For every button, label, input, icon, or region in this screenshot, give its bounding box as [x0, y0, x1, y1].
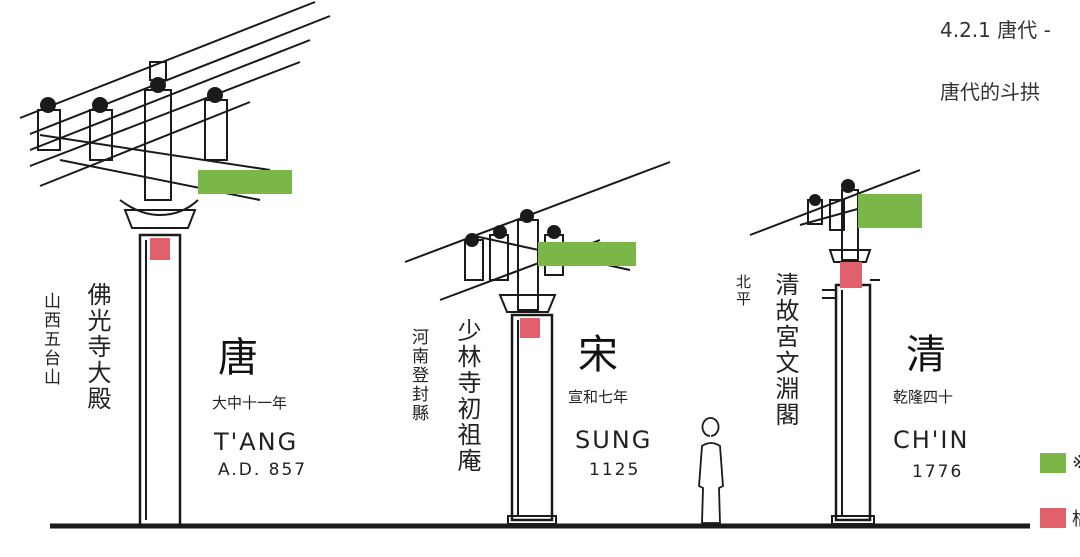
song-location: 河南登封縣	[408, 328, 428, 423]
tang-dynasty: 唐	[218, 335, 258, 381]
qing-dynasty: 清	[906, 332, 946, 378]
qing-location: 北平	[734, 274, 752, 308]
tang-location: 山西五台山	[40, 292, 60, 387]
human-scale-figure	[698, 417, 724, 524]
tang-reign: 大中十一年	[212, 394, 288, 412]
tang-building: 佛光寺大殿	[83, 282, 111, 412]
song-green-block	[538, 242, 636, 266]
song-dynasty: 宋	[578, 332, 618, 378]
tang-red-block	[150, 238, 170, 260]
legend-item-red: 枯	[1040, 505, 1080, 531]
section-heading: 4.2.1 唐代 -	[940, 18, 1051, 42]
tang-roman: T'ANG	[214, 428, 299, 456]
qing-red-block	[840, 262, 862, 288]
song-building: 少林寺初祖庵	[453, 318, 481, 474]
tang-bracket-set	[19, 1, 331, 527]
legend-swatch-green	[1040, 452, 1066, 473]
song-bracket-set	[404, 161, 671, 525]
qing-year: 1776	[912, 462, 964, 482]
qing-reign: 乾隆四十	[893, 388, 954, 406]
song-reign: 宣和七年	[568, 388, 629, 406]
legend-swatch-red	[1040, 508, 1066, 528]
legend-label-green: ※	[1072, 452, 1080, 473]
section-subtext: 唐代的斗拱	[940, 80, 1040, 104]
legend-item-green: ※	[1040, 452, 1080, 473]
qing-roman: CH'IN	[893, 426, 970, 454]
song-red-block	[520, 318, 540, 338]
song-roman: SUNG	[575, 426, 653, 454]
tang-green-block	[198, 170, 292, 194]
legend-label-red: 枯	[1072, 505, 1080, 531]
song-year: 1125	[589, 460, 641, 480]
tang-year: A.D. 857	[218, 460, 308, 480]
qing-building: 清故宮文淵閣	[771, 272, 799, 428]
qing-green-block	[858, 194, 922, 228]
